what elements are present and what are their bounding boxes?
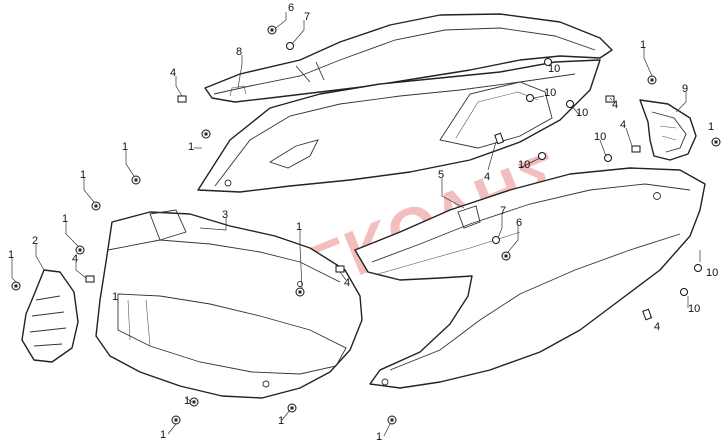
callout-1-g: 1 — [296, 221, 302, 233]
clip-nut-icon — [85, 95, 653, 321]
callout-4-b: 4 — [612, 99, 618, 111]
callout-1-h: 1 — [8, 249, 14, 261]
part-8-rear-rail — [204, 13, 613, 103]
callout-10-e: 10 — [706, 267, 718, 279]
callout-10-d: 10 — [518, 159, 530, 171]
callout-1-m: 1 — [112, 291, 118, 303]
callout-2: 2 — [32, 235, 38, 247]
callout-1-e: 1 — [80, 169, 86, 181]
callout-1-b: 1 — [188, 141, 194, 153]
part-3-front-side-cover — [95, 209, 363, 399]
callout-1-l: 1 — [376, 431, 382, 443]
callout-1-j: 1 — [278, 415, 284, 427]
part-9-tail-trim — [639, 99, 697, 161]
callout-4-a: 4 — [170, 67, 176, 79]
callout-1-f: 1 — [62, 213, 68, 225]
callout-1-c: 1 — [708, 121, 714, 133]
callout-10-f: 10 — [688, 303, 700, 315]
callout-6-top: 6 — [288, 2, 294, 14]
callout-labels: 6 7 8 4 1 9 1 10 10 4 4 10 1 4 10 1 1 1 … — [8, 2, 718, 443]
callout-7-top: 7 — [304, 11, 310, 23]
callout-8: 8 — [236, 46, 242, 58]
callout-1-i: 1 — [184, 395, 190, 407]
part-5-side-cover-right — [354, 167, 706, 389]
callout-1-k: 1 — [160, 429, 166, 441]
rear-side-cover-upper — [197, 59, 601, 193]
callout-4-c: 4 — [620, 119, 626, 131]
callout-10-b: 10 — [576, 107, 588, 119]
callout-4-d: 4 — [484, 171, 490, 183]
callout-5: 5 — [438, 169, 444, 181]
callout-10-a: 10 — [544, 87, 556, 99]
callout-1-d: 1 — [122, 141, 128, 153]
callout-3: 3 — [222, 209, 228, 221]
leader-lines — [11, 12, 701, 437]
callout-4-e: 4 — [72, 253, 78, 265]
callout-4-f: 4 — [344, 277, 350, 289]
callout-1-a: 1 — [640, 39, 646, 51]
callout-9: 9 — [682, 83, 688, 95]
part-2-front-trim — [21, 269, 79, 363]
callout-6-right: 6 — [516, 217, 522, 229]
callout-7-right: 7 — [500, 205, 506, 217]
washer-icon — [286, 42, 511, 261]
callout-10-c: 10 — [594, 131, 606, 143]
callout-10-g: 10 — [548, 63, 560, 75]
callout-4-g: 4 — [654, 321, 660, 333]
